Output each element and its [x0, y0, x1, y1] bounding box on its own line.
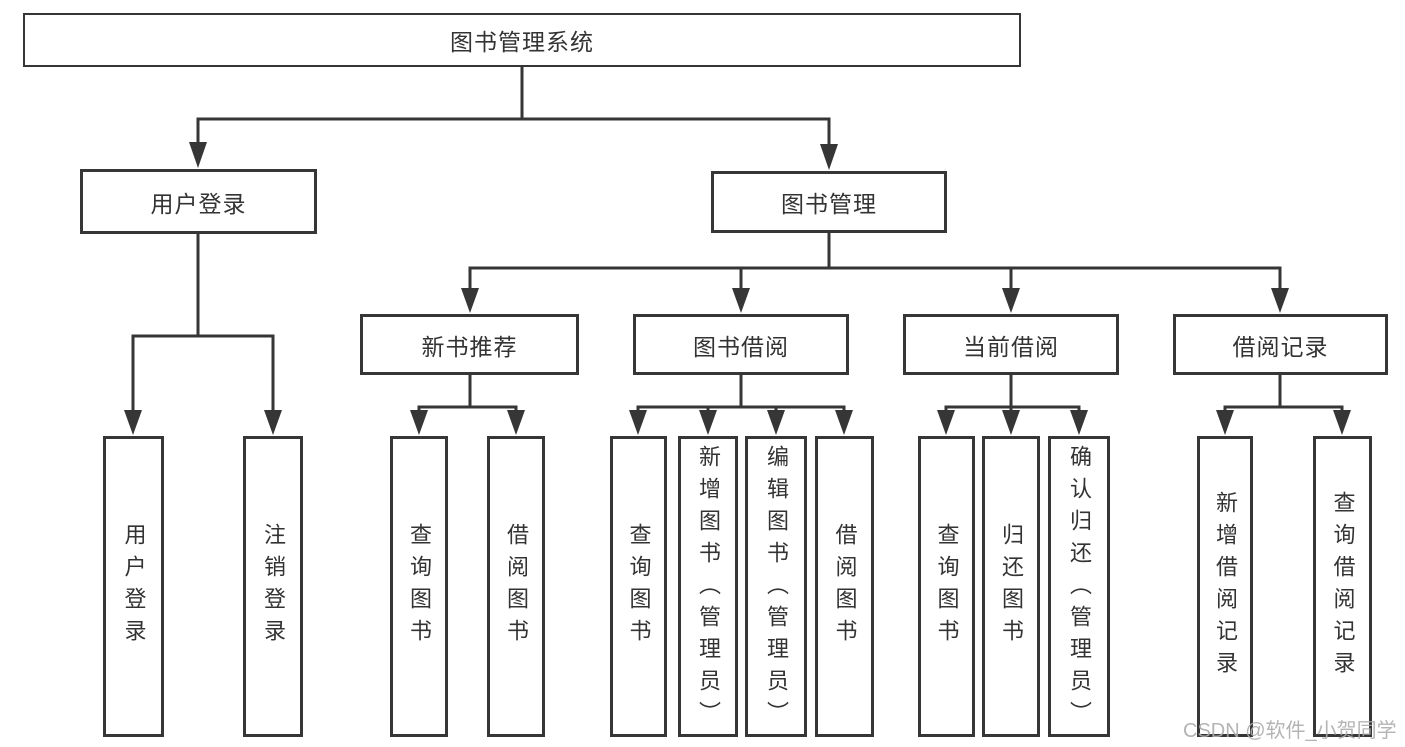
node-leaf-return-books: 归还图书 [982, 436, 1040, 737]
node-label: 借阅图书 [504, 522, 529, 651]
node-label: 确认归还（管理员） [1067, 444, 1092, 733]
node-leaf-add-borrow-record: 新增借阅记录 [1197, 436, 1253, 737]
node-leaf-confirm-return-admin: 确认归还（管理员） [1048, 436, 1110, 737]
node-current-borrowing: 当前借阅 [903, 314, 1119, 375]
node-book-management: 图书管理 [711, 171, 947, 233]
node-label: 查询图书 [934, 522, 960, 651]
node-leaf-query-books-recommend: 查询图书 [390, 436, 448, 737]
node-label: 新增图书（管理员） [696, 444, 721, 733]
node-leaf-borrow-books-recommend: 借阅图书 [487, 436, 545, 737]
node-label: 图书借阅 [693, 333, 789, 360]
node-leaf-user-login: 用户登录 [103, 436, 164, 737]
node-leaf-query-books-current: 查询图书 [918, 436, 975, 737]
node-label: 图书管理 [781, 191, 877, 217]
node-leaf-query-books-borrow: 查询图书 [610, 436, 667, 737]
node-label: 借阅记录 [1232, 333, 1329, 360]
node-library-management-system: 图书管理系统 [23, 13, 1021, 67]
node-label: 用户登录 [150, 190, 247, 217]
node-label: 查询借阅记录 [1330, 490, 1356, 683]
node-leaf-edit-books-admin: 编辑图书（管理员） [745, 436, 807, 737]
node-leaf-logout: 注销登录 [243, 436, 303, 737]
node-label: 归还图书 [999, 522, 1024, 651]
node-label: 用户登录 [121, 522, 147, 651]
node-label: 编辑图书（管理员） [764, 444, 789, 733]
node-label: 查询图书 [407, 522, 432, 651]
node-new-book-recommend: 新书推荐 [360, 314, 579, 375]
node-leaf-add-books-admin: 新增图书（管理员） [678, 436, 738, 737]
node-label: 借阅图书 [832, 522, 858, 651]
node-borrowing-records: 借阅记录 [1173, 314, 1388, 375]
node-label: 新增借阅记录 [1213, 490, 1238, 683]
node-label: 注销登录 [261, 522, 286, 651]
node-label: 图书管理系统 [450, 29, 594, 55]
csdn-watermark: CSDN @软件_小贺同学 [1183, 720, 1397, 742]
node-label: 新书推荐 [421, 333, 518, 360]
node-user-login: 用户登录 [80, 169, 317, 234]
node-leaf-query-borrow-record: 查询借阅记录 [1313, 436, 1372, 737]
node-leaf-borrow-books: 借阅图书 [815, 436, 874, 737]
node-label: 查询图书 [626, 522, 652, 651]
node-book-borrowing: 图书借阅 [633, 314, 849, 375]
node-label: 当前借阅 [963, 333, 1059, 360]
